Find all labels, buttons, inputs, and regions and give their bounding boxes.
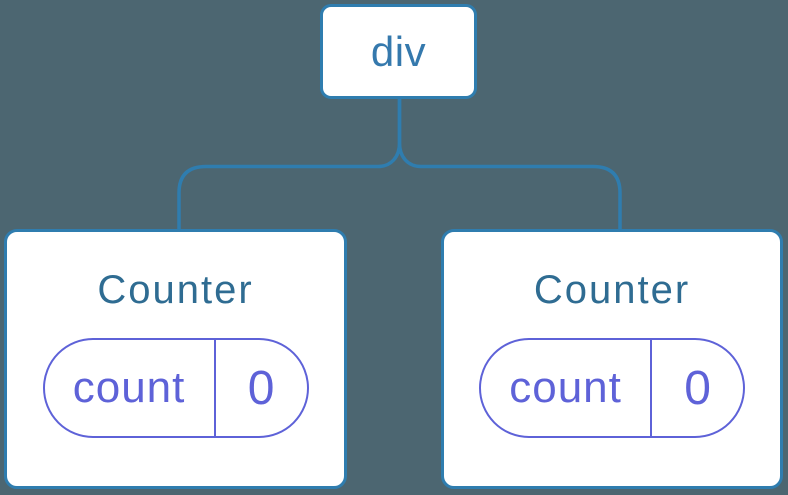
connector-left-branch xyxy=(177,99,402,230)
state-value: 0 xyxy=(213,340,307,436)
state-pill: count 0 xyxy=(479,338,745,438)
state-pill: count 0 xyxy=(42,338,309,438)
state-name: count xyxy=(72,363,186,412)
state-name: count xyxy=(509,363,622,412)
connector-right-branch xyxy=(397,99,622,230)
component-title: Counter xyxy=(533,268,691,312)
state-value: 0 xyxy=(650,340,743,436)
root-node-label: div xyxy=(370,27,427,75)
root-node: div xyxy=(320,4,477,99)
component-card-counter-left: Counter count 0 xyxy=(4,229,347,489)
component-title: Counter xyxy=(97,268,254,312)
component-card-counter-right: Counter count 0 xyxy=(441,229,783,489)
